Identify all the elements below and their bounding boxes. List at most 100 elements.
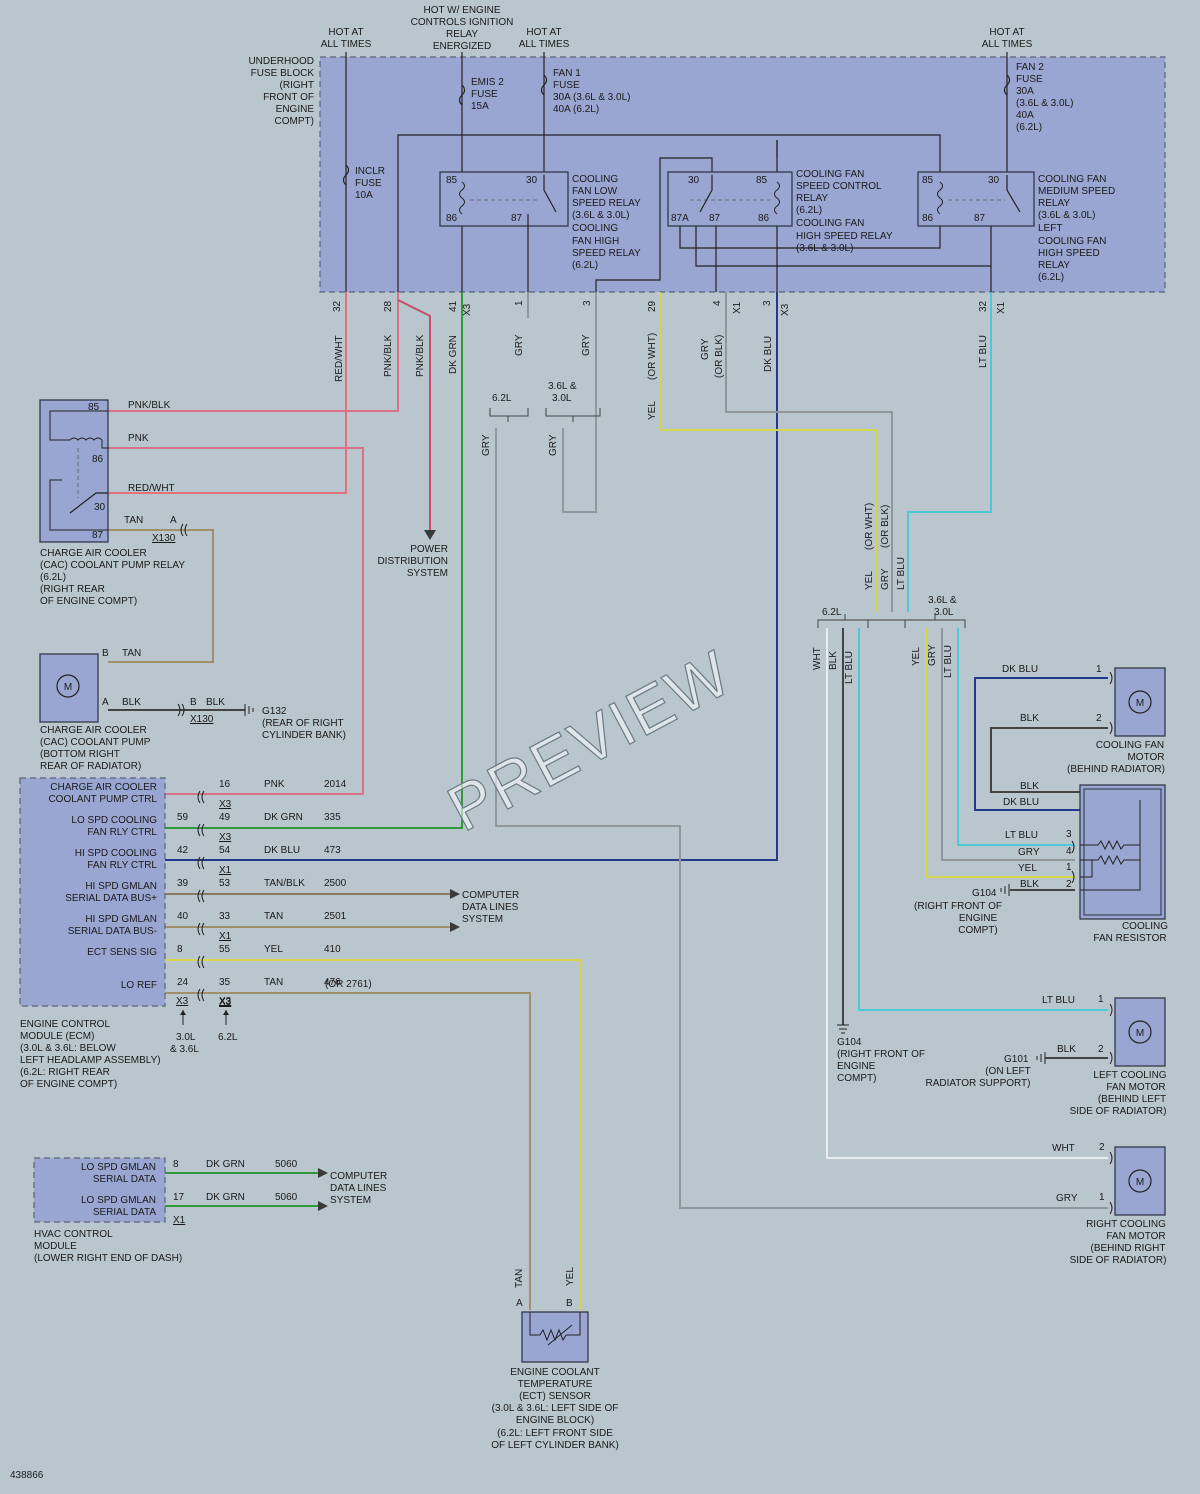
svg-text:COOLING: COOLING (572, 223, 618, 234)
svg-text:G104: G104 (972, 888, 997, 899)
cooling-fan-medium-speed-relay-label: COOLING FAN MEDIUM SPEED RELAY (3.6L & 3… (1038, 174, 1115, 283)
cooling-fan-speed-control-relay: 30 85 87A 87 86 (667, 171, 793, 227)
ecm-pin-name: FAN RLY CTRL (87, 860, 157, 871)
svg-text:LEFT COOLING: LEFT COOLING (1093, 1070, 1166, 1081)
svg-text:HIGH SPEED RELAY: HIGH SPEED RELAY (796, 231, 893, 242)
svg-text:3: 3 (762, 300, 773, 306)
svg-text:(OR BLK): (OR BLK) (880, 505, 891, 548)
svg-text:(3.0L & 3.6L: LEFT SIDE OF: (3.0L & 3.6L: LEFT SIDE OF (492, 1403, 619, 1414)
svg-text:DK BLU: DK BLU (763, 336, 774, 372)
wire-gry-or-blk (725, 292, 893, 612)
ecm-circuit-number: 410 (324, 944, 341, 955)
ecm-circuit-number: 2014 (324, 779, 347, 790)
svg-text:(3.6L & 3.0L): (3.6L & 3.0L) (1016, 98, 1073, 109)
svg-text:(CAC) COOLANT PUMP RELAY: (CAC) COOLANT PUMP RELAY (40, 560, 185, 571)
hot-at-all-times-label-1: HOT AT ALL TIMES (321, 27, 372, 50)
ecm-pin-name: LO REF (121, 980, 157, 991)
svg-text:1: 1 (1096, 664, 1102, 675)
svg-text:X3: X3 (780, 303, 791, 316)
svg-text:A: A (170, 515, 177, 526)
preview-watermark: PREVIEW (436, 636, 743, 845)
svg-text:REAR OF RADIATOR): REAR OF RADIATOR) (40, 761, 141, 772)
svg-text:FUSE: FUSE (553, 80, 580, 91)
svg-text:(RIGHT: (RIGHT (280, 80, 314, 91)
svg-text:M: M (64, 682, 72, 693)
hvac-circuit-number: 5060 (275, 1159, 298, 1170)
svg-text:LT BLU: LT BLU (844, 651, 855, 684)
svg-text:ENGINE CONTROL: ENGINE CONTROL (20, 1019, 110, 1030)
svg-text:(3.6L & 3.0L): (3.6L & 3.0L) (1038, 210, 1095, 221)
svg-text:2: 2 (1066, 879, 1072, 890)
fuse-block-pin-numbers: 32 28 41 X3 1 3 29 4 X1 3 X3 32 X1 (332, 300, 1007, 316)
ecm-pin-name: ECT SENS SIG (87, 947, 157, 958)
svg-text:FUSE: FUSE (355, 178, 382, 189)
svg-text:LEFT: LEFT (1038, 223, 1062, 234)
ecm-circuit-number: 2501 (324, 911, 347, 922)
svg-text:YEL: YEL (565, 1267, 576, 1286)
hvac-pin-name: SERIAL DATA (93, 1207, 156, 1218)
svg-text:(BOTTOM RIGHT: (BOTTOM RIGHT (40, 749, 120, 760)
svg-text:40A (6.2L): 40A (6.2L) (553, 104, 599, 115)
ecm-pin-number: 49 (219, 812, 231, 823)
svg-text:(RIGHT FRONT OF: (RIGHT FRONT OF (914, 901, 1002, 912)
svg-text:M: M (1136, 1028, 1144, 1039)
motor-icon (56, 674, 80, 698)
fuse-block-internal-wiring (345, 52, 1008, 292)
svg-text:30: 30 (988, 175, 1000, 186)
ecm-pin-name: HI SPD GMLAN (85, 914, 157, 925)
svg-text:1: 1 (514, 300, 525, 306)
svg-text:BLK: BLK (122, 697, 141, 708)
svg-text:(3.6L & 3.0L): (3.6L & 3.0L) (796, 243, 853, 254)
ecm-pin-name: FAN RLY CTRL (87, 827, 157, 838)
svg-text:3.6L &: 3.6L & (548, 381, 577, 392)
svg-text:OF LEFT CYLINDER BANK): OF LEFT CYLINDER BANK) (491, 1440, 619, 1451)
svg-text:OF ENGINE COMPT): OF ENGINE COMPT) (20, 1079, 117, 1090)
connector-symbol (197, 823, 205, 837)
motor-icon (1128, 1169, 1152, 1193)
svg-text:15A: 15A (471, 101, 489, 112)
svg-text:G104: G104 (837, 1037, 862, 1048)
svg-text:1: 1 (1098, 994, 1104, 1005)
svg-text:MEDIUM SPEED: MEDIUM SPEED (1038, 186, 1115, 197)
ecm-connector: X1 (219, 865, 232, 876)
svg-text:GRY: GRY (927, 644, 938, 666)
svg-text:87A: 87A (671, 213, 689, 224)
svg-text:B: B (102, 648, 109, 659)
svg-text:SIDE OF RADIATOR): SIDE OF RADIATOR) (1070, 1255, 1167, 1266)
svg-text:(6.2L): (6.2L) (796, 205, 822, 216)
svg-text:30: 30 (688, 175, 700, 186)
fuse-block-label: UNDERHOOD FUSE BLOCK (RIGHT FRONT OF ENG… (248, 56, 314, 127)
svg-text:X3: X3 (462, 303, 473, 316)
svg-text:(BEHIND RIGHT: (BEHIND RIGHT (1091, 1243, 1166, 1254)
motor-icon (1128, 690, 1152, 714)
svg-text:ALL TIMES: ALL TIMES (519, 39, 570, 50)
svg-text:TAN: TAN (124, 515, 143, 526)
svg-text:(3.0L & 3.6L: BELOW: (3.0L & 3.6L: BELOW (20, 1043, 116, 1054)
svg-text:GRY: GRY (514, 334, 525, 356)
svg-text:3.0L: 3.0L (934, 607, 954, 618)
svg-text:G132: G132 (262, 706, 287, 717)
svg-text:(RIGHT REAR: (RIGHT REAR (40, 584, 105, 595)
ect-sensor-label: ENGINE COOLANT TEMPERATURE (ECT) SENSOR … (491, 1367, 619, 1451)
wire-yel (659, 292, 877, 612)
cac-coolant-pump: M B TAN A BLK B BLK X130 G132 (REAR OF R… (39, 648, 346, 741)
cooling-fan-medium-speed-relay: 85 30 86 87 (917, 171, 1035, 227)
arrowheads (318, 530, 460, 1211)
svg-text:(6.2L): (6.2L) (572, 260, 598, 271)
svg-text:GRY: GRY (880, 568, 891, 590)
svg-text:3.0L: 3.0L (552, 393, 572, 404)
svg-text:COMPUTER: COMPUTER (462, 890, 519, 901)
svg-text:COOLING FAN: COOLING FAN (796, 169, 864, 180)
left-cooling-fan-motor: M LT BLU 1 BLK 2 G101 (ON LEFT RADIATOR … (837, 994, 1167, 1117)
svg-text:85: 85 (446, 175, 458, 186)
connector-symbol (197, 889, 205, 903)
ecm-wire-color: TAN (264, 911, 283, 922)
svg-text:CYLINDER BANK): CYLINDER BANK) (262, 730, 346, 741)
svg-text:A: A (516, 1298, 523, 1309)
svg-text:B: B (566, 1298, 573, 1309)
wire-pnk-blk-power (397, 299, 431, 530)
svg-text:SYSTEM: SYSTEM (407, 568, 448, 579)
